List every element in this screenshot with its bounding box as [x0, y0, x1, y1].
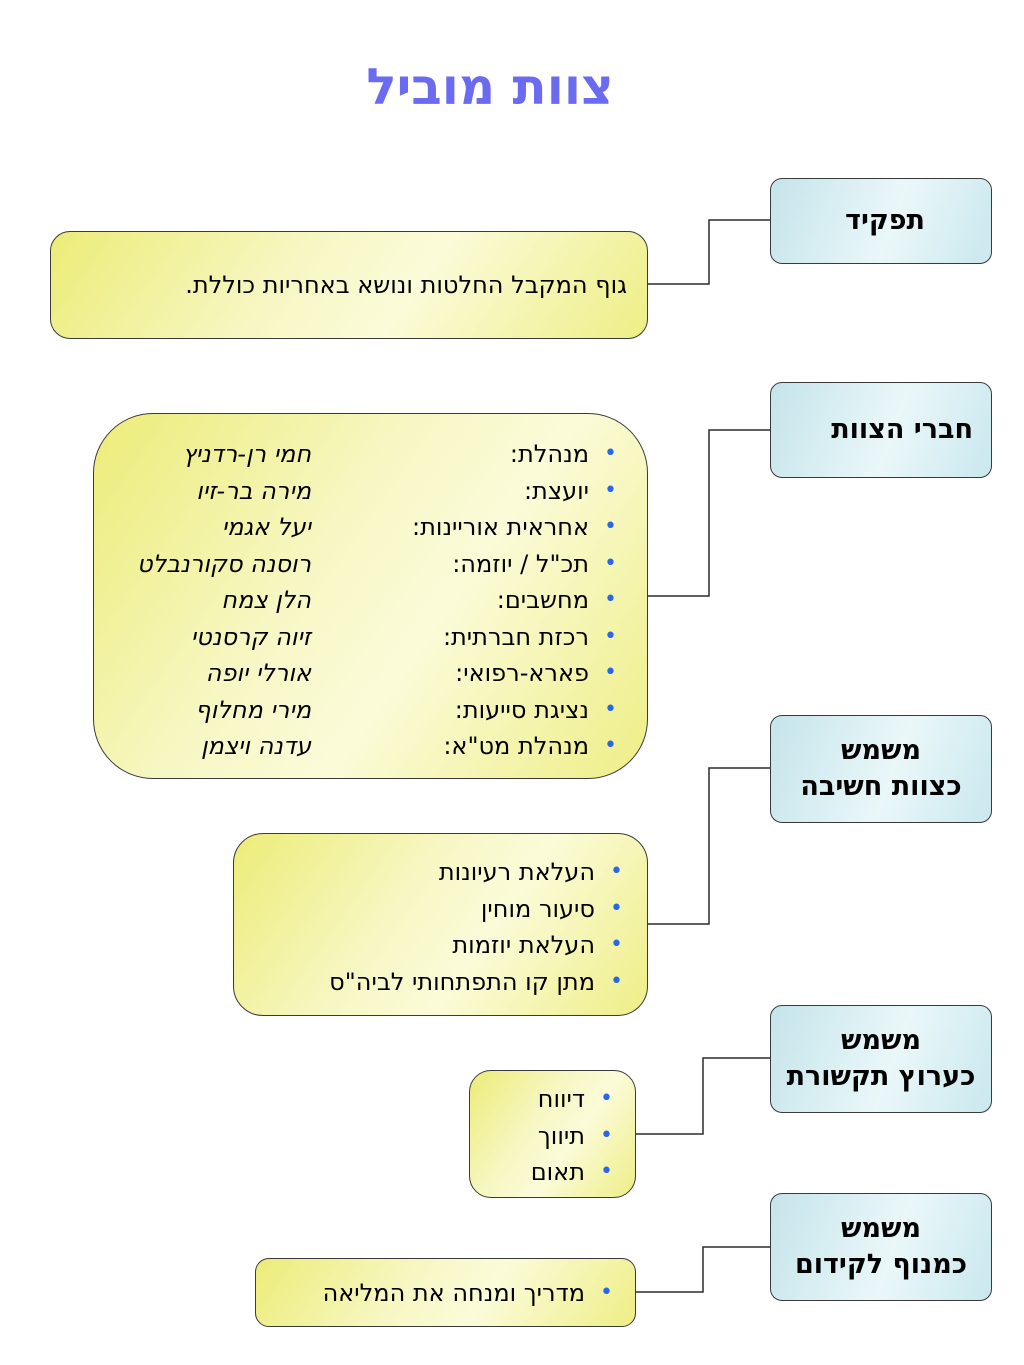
- member-role: מחשבים:: [496, 586, 589, 614]
- list-item: • סיעור מוחין: [253, 891, 623, 928]
- list-item: • העלאת יוזמות: [253, 927, 623, 964]
- item-text: מתן קו התפתחותי לביה"ס: [329, 967, 595, 996]
- member-role: תכ"ל / יוזמה:: [452, 549, 589, 578]
- promotion-lever-list: • מדריך ומנחה את המליאה: [273, 1275, 613, 1312]
- communication-channel-box: • דיווח • תיווך • תאום: [469, 1070, 636, 1198]
- connector-promotion: [636, 1246, 770, 1293]
- member-name: זיוה קרסנטי: [190, 622, 311, 651]
- member-name: חמי רן-רדניץ: [182, 440, 311, 468]
- connector-thinking: [648, 767, 770, 925]
- bullet-icon: •: [604, 514, 617, 539]
- member-role: רכזת חברתית:: [442, 622, 589, 651]
- list-item: • פארא-רפואי: אורלי יופה: [117, 655, 617, 692]
- label-role-text: תפקיד: [845, 204, 925, 236]
- bullet-icon: •: [600, 1280, 613, 1305]
- thinking-team-box: • העלאת רעיונות • סיעור מוחין • העלאת יוזמו…: [233, 833, 648, 1016]
- bullet-icon: •: [604, 696, 617, 722]
- label-thinking-team: משמש כצוות חשיבה: [770, 715, 992, 823]
- team-members-list: • מנהלת: חמי רן-רדניץ • יועצת: מירה בר-זיו •…: [117, 436, 617, 765]
- item-text: סיעור מוחין: [480, 894, 595, 923]
- bullet-icon: •: [604, 477, 617, 503]
- label-team-members: חברי הצוות: [770, 382, 992, 478]
- list-item: • אחראית אוריינות: יעל אגמי: [117, 509, 617, 546]
- bullet-icon: •: [610, 895, 623, 921]
- list-item: • מנהלת: חמי רן-רדניץ: [117, 436, 617, 473]
- thinking-team-list: • העלאת רעיונות • סיעור מוחין • העלאת יוזמו…: [253, 854, 623, 1000]
- list-item: • מדריך ומנחה את המליאה: [273, 1275, 613, 1312]
- label-promotion-lever: משמש כמנוף לקידום: [770, 1193, 992, 1301]
- member-name: יעל אגמי: [221, 513, 311, 541]
- list-item: • נציגת סייעות: מירי מחלוף: [117, 692, 617, 729]
- member-name: רוסנה סקורנבלט: [137, 549, 311, 578]
- bullet-icon: •: [610, 968, 623, 994]
- team-members-box: • מנהלת: חמי רן-רדניץ • יועצת: מירה בר-זיו •…: [93, 413, 648, 779]
- list-item: • תיווך: [483, 1118, 613, 1155]
- label-communication-channel: משמש כערוץ תקשורת: [770, 1005, 992, 1113]
- connector-role: [648, 219, 770, 285]
- communication-channel-list: • דיווח • תיווך • תאום: [483, 1081, 613, 1191]
- page-title: צוות מוביל: [366, 58, 614, 116]
- bullet-icon: •: [600, 1122, 613, 1148]
- list-item: • תאום: [483, 1154, 613, 1191]
- member-name: אורלי יופה: [205, 659, 311, 687]
- promotion-lever-box: • מדריך ומנחה את המליאה: [255, 1258, 636, 1327]
- item-text: תאום: [530, 1158, 585, 1186]
- bullet-icon: •: [604, 550, 617, 576]
- bullet-icon: •: [604, 623, 617, 649]
- bullet-icon: •: [604, 587, 617, 612]
- member-role: אחראית אוריינות:: [412, 513, 589, 541]
- label-team-members-text: חברי הצוות: [831, 413, 973, 445]
- item-text: העלאת יוזמות: [452, 931, 595, 959]
- member-name: מירה בר-זיו: [196, 476, 311, 505]
- label-communication-channel-text: משמש כערוץ תקשורת: [786, 1024, 976, 1092]
- bullet-icon: •: [610, 932, 623, 957]
- item-text: העלאת רעיונות: [438, 858, 595, 886]
- member-role: פארא-רפואי:: [455, 659, 589, 687]
- list-item: • מתן קו התפתחותי לביה"ס: [253, 964, 623, 1001]
- bullet-icon: •: [610, 859, 623, 884]
- item-text: מדריך ומנחה את המליאה: [322, 1279, 585, 1307]
- label-promotion-lever-text: משמש כמנוף לקידום: [794, 1212, 968, 1280]
- item-text: דיווח: [537, 1085, 585, 1113]
- bullet-icon: •: [604, 660, 617, 685]
- list-item: • מחשבים: הלן צמח: [117, 582, 617, 619]
- member-name: מירי מחלוף: [195, 695, 311, 724]
- member-role: מנהלת מט"א:: [443, 732, 589, 760]
- list-item: • העלאת רעיונות: [253, 854, 623, 891]
- role-description-box: גוף המקבל החלטות ונושא באחריות כוללת.: [50, 231, 648, 339]
- connector-communication: [636, 1057, 770, 1135]
- member-name: הלן צמח: [221, 586, 311, 614]
- list-item: • יועצת: מירה בר-זיו: [117, 473, 617, 510]
- bullet-icon: •: [600, 1086, 613, 1111]
- member-name: עדנה ויצמן: [200, 732, 311, 760]
- label-thinking-team-text: משמש כצוות חשיבה: [800, 734, 962, 802]
- bullet-icon: •: [604, 441, 617, 466]
- bullet-icon: •: [600, 1159, 613, 1184]
- item-text: תיווך: [537, 1121, 585, 1150]
- list-item: • רכזת חברתית: זיוה קרסנטי: [117, 619, 617, 656]
- label-role: תפקיד: [770, 178, 992, 264]
- list-item: • מנהלת מט"א: עדנה ויצמן: [117, 728, 617, 765]
- member-role: מנהלת:: [509, 440, 589, 468]
- member-role: יועצת:: [523, 476, 589, 505]
- role-description-text: גוף המקבל החלטות ונושא באחריות כוללת.: [185, 271, 627, 299]
- list-item: • דיווח: [483, 1081, 613, 1118]
- list-item: • תכ"ל / יוזמה: רוסנה סקורנבלט: [117, 546, 617, 583]
- connector-members: [648, 429, 770, 597]
- member-role: נציגת סייעות:: [454, 695, 589, 724]
- bullet-icon: •: [604, 733, 617, 758]
